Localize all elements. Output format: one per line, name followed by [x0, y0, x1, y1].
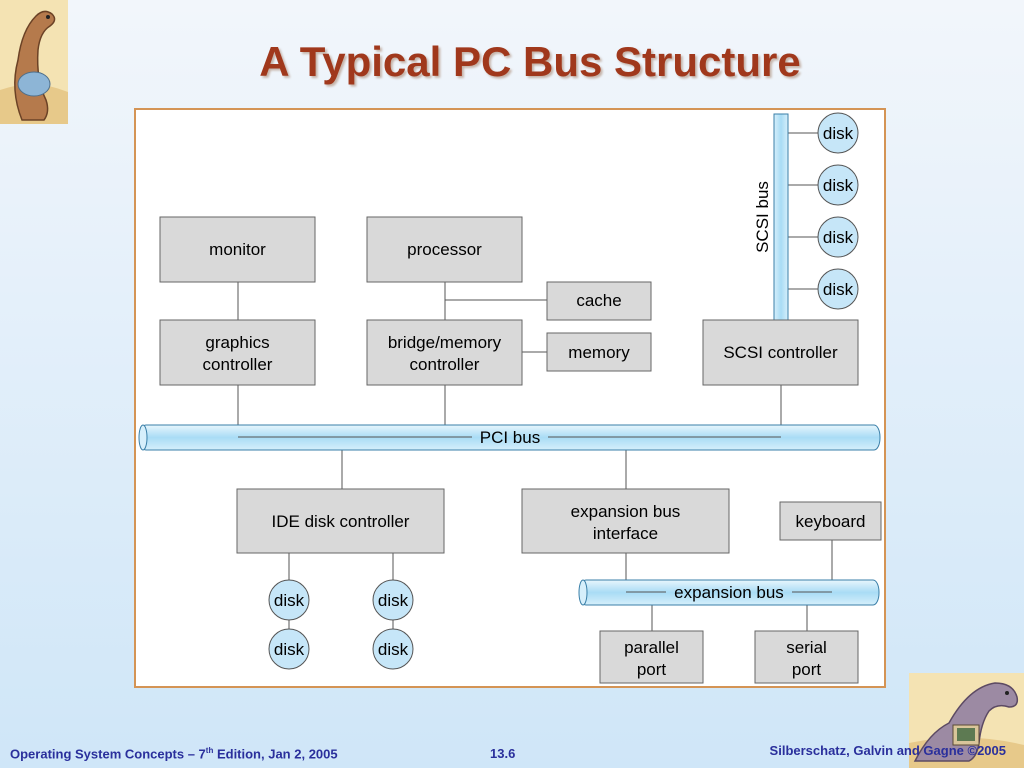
scsi-controller-box: SCSI controller: [702, 319, 859, 386]
dinosaur-illustration-top-left: [0, 0, 68, 124]
ide-controller-label: IDE disk controller: [272, 512, 410, 531]
parallel-port-label-line2: port: [637, 660, 667, 679]
ide-disk: disk: [268, 628, 310, 670]
dinosaur-illustration-bottom-right: [909, 673, 1024, 768]
disk-label: disk: [274, 640, 305, 659]
expansion-bus: expansion bus: [578, 579, 880, 606]
bridge-memory-controller-box: bridge/memory controller: [366, 319, 523, 386]
footer-page-number: 13.6: [490, 746, 516, 761]
disk-label: disk: [823, 176, 854, 195]
scsi-disk: disk: [817, 164, 859, 206]
scsi-bus: SCSI bus: [753, 113, 789, 321]
bridge-controller-label-line1: bridge/memory: [388, 333, 502, 352]
expansion-interface-label-line1: expansion bus: [571, 502, 681, 521]
monitor-box: monitor: [159, 216, 316, 283]
footer-title-pre: Operating System Concepts – 7: [10, 746, 206, 762]
expansion-bus-label: expansion bus: [674, 583, 784, 602]
scsi-disk: disk: [817, 216, 859, 258]
keyboard-box: keyboard: [779, 501, 882, 541]
graphics-controller-label-line1: graphics: [205, 333, 269, 352]
scsi-controller-label: SCSI controller: [723, 343, 838, 362]
disk-label: disk: [823, 124, 854, 143]
serial-port-label-line1: serial: [786, 638, 827, 657]
slide-title: A Typical PC Bus Structure: [259, 38, 801, 85]
footer-title-sup: th: [205, 746, 214, 755]
footer-title-post: Edition, Jan 2, 2005: [213, 746, 338, 762]
processor-label: processor: [407, 240, 482, 259]
processor-box: processor: [366, 216, 523, 283]
bridge-controller-label-line2: controller: [410, 355, 480, 374]
expansion-interface-label-line2: interface: [593, 524, 658, 543]
parallel-port-label-line1: parallel: [624, 638, 679, 657]
disk-label: disk: [378, 591, 409, 610]
expansion-bus-interface-box: expansion bus interface: [521, 488, 730, 554]
footer-copyright: Silberschatz, Galvin and Gagne ©2005: [769, 743, 1006, 758]
disk-label: disk: [274, 591, 305, 610]
scsi-disk: disk: [817, 112, 859, 154]
ide-disk: disk: [372, 579, 414, 621]
cache-label: cache: [576, 291, 621, 310]
scsi-bus-label: SCSI bus: [753, 181, 772, 253]
pci-bus: PCI bus: [138, 424, 881, 451]
ide-disk: disk: [372, 628, 414, 670]
graphics-controller-box: graphics controller: [159, 319, 316, 386]
disk-label: disk: [823, 280, 854, 299]
serial-port-label-line2: port: [792, 660, 822, 679]
parallel-port-box: parallel port: [599, 630, 704, 684]
ide-disk: disk: [268, 579, 310, 621]
disk-label: disk: [823, 228, 854, 247]
footer-book-title: Operating System Concepts – 7th Edition,…: [10, 746, 338, 761]
ide-disk-controller-box: IDE disk controller: [236, 488, 445, 554]
memory-box: memory: [546, 332, 652, 372]
disk-label: disk: [378, 640, 409, 659]
graphics-controller-label-line2: controller: [203, 355, 273, 374]
scsi-disk: disk: [817, 268, 859, 310]
memory-label: memory: [568, 343, 630, 362]
monitor-label: monitor: [209, 240, 266, 259]
serial-port-box: serial port: [754, 630, 859, 684]
pci-bus-label: PCI bus: [480, 428, 540, 447]
keyboard-label: keyboard: [796, 512, 866, 531]
cache-box: cache: [546, 281, 652, 321]
